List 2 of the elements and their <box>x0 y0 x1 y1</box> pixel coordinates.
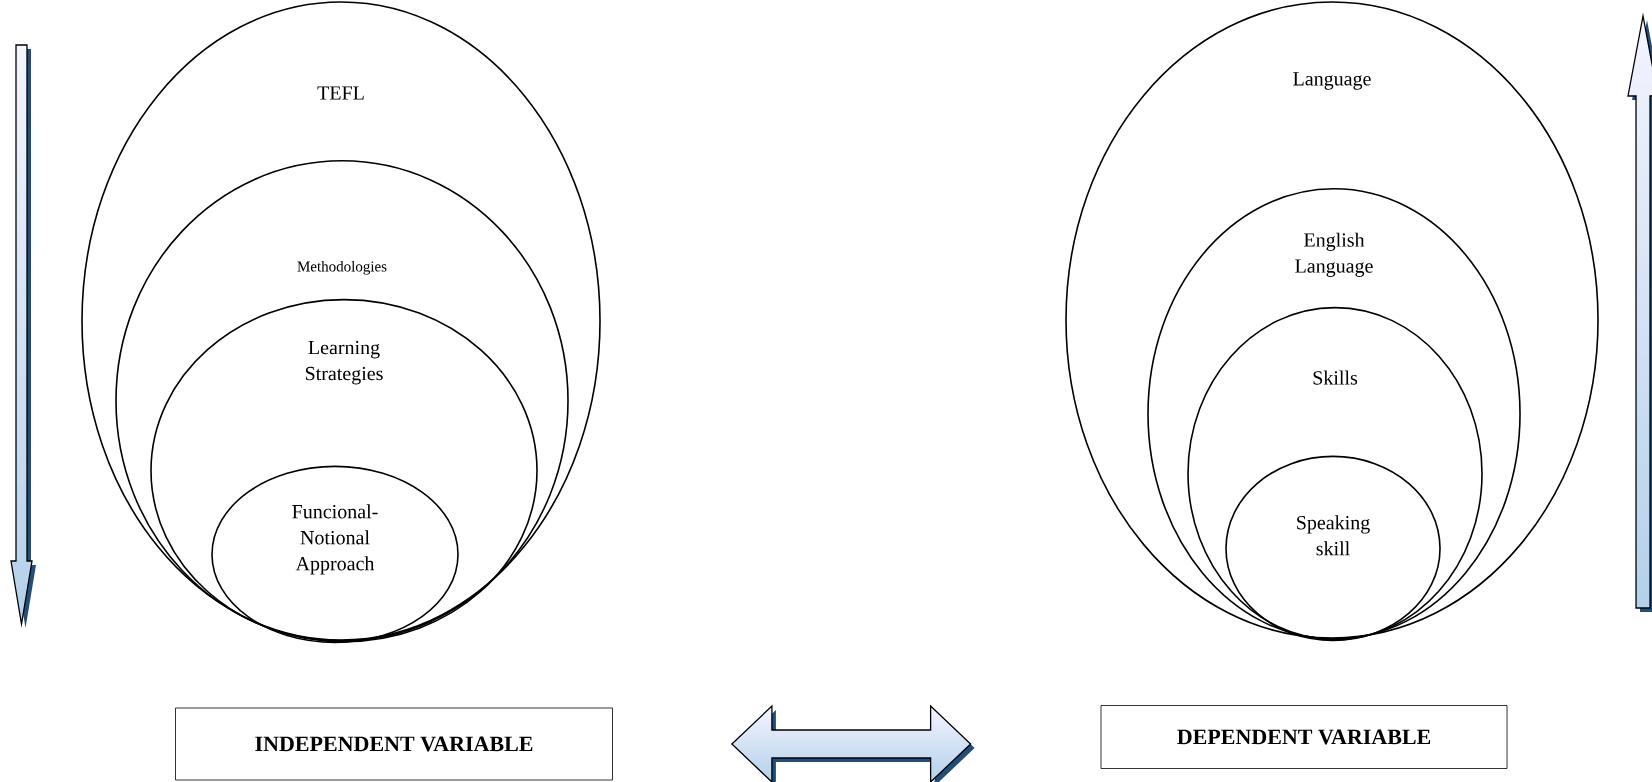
variable-box: INDEPENDENT VARIABLE <box>175 707 613 781</box>
variable-box: DEPENDENT VARIABLE <box>1100 705 1508 769</box>
